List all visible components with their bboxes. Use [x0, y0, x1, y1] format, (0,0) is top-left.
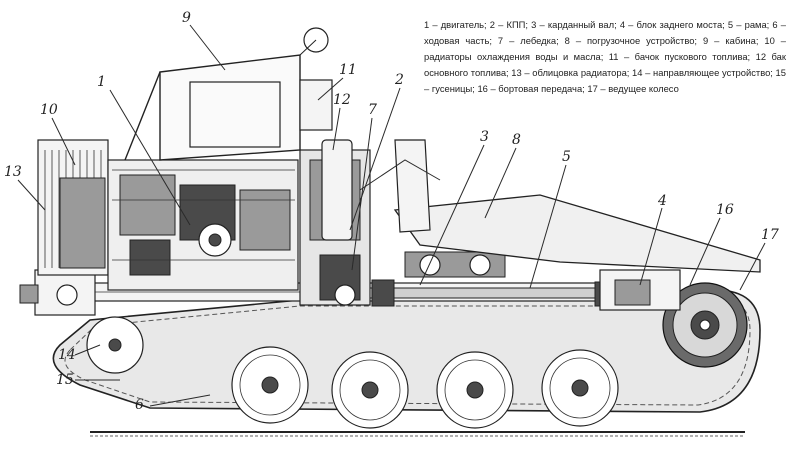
- drive-sprocket: [662, 282, 748, 368]
- callout-17: 17: [761, 227, 779, 243]
- callout-11: 11: [339, 62, 357, 78]
- winch: [404, 251, 506, 278]
- radiator-housing: [37, 139, 109, 276]
- callout-15: 15: [56, 372, 74, 388]
- rear-axle-block: [599, 269, 681, 311]
- callout-10: 10: [40, 102, 58, 118]
- callout-6: 6: [135, 397, 144, 413]
- callout-12: 12: [333, 92, 351, 108]
- callout-1: 1: [97, 74, 106, 90]
- callout-8: 8: [512, 132, 521, 148]
- callout-14: 14: [58, 347, 76, 363]
- callout-7: 7: [368, 102, 377, 118]
- engine: [107, 159, 299, 291]
- leader-lines: [17, 24, 766, 407]
- callout-4: 4: [657, 193, 667, 209]
- callout-3: 3: [480, 129, 489, 145]
- road-wheels: [86, 316, 619, 429]
- legend-text: 1 – двигатель; 2 – КПП; 3 – карданный ва…: [424, 19, 786, 94]
- cabin: [124, 27, 333, 161]
- fuel-tank: [321, 139, 353, 241]
- callout-13: 13: [4, 164, 22, 180]
- callout-9: 9: [182, 10, 191, 26]
- ground-line: [90, 431, 745, 437]
- callout-16: 16: [716, 202, 734, 218]
- callout-2: 2: [394, 72, 404, 88]
- callout-5: 5: [562, 149, 571, 165]
